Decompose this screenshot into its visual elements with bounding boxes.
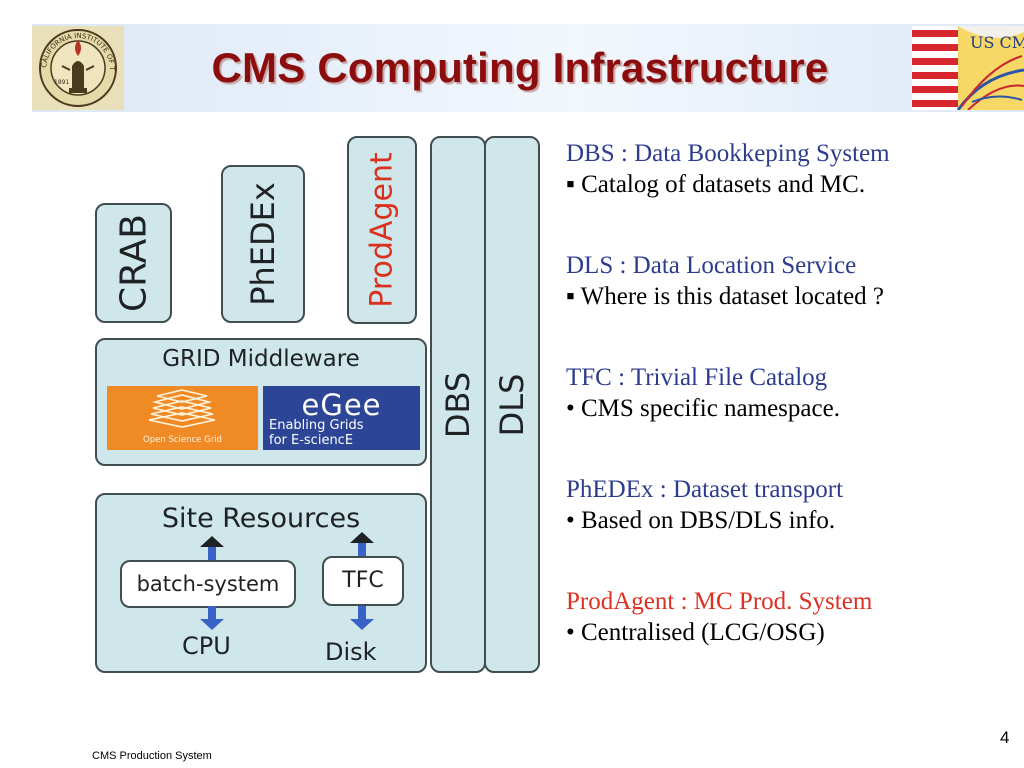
description-heading: DLS : Data Location Service — [566, 252, 857, 279]
egee-name: eGee — [301, 388, 382, 422]
egee-line-1: Enabling Grids — [269, 418, 364, 433]
caltech-seal-icon: CALIFORNIA INSTITUTE OF TECHNOLOGY 1891 — [29, 20, 124, 110]
site-resources-title: Site Resources — [161, 503, 361, 534]
description-bullet: ▪ Where is this dataset located ? — [566, 283, 885, 310]
description-bullet: • Centralised (LCG/OSG) — [566, 619, 825, 646]
up-arrow-icon — [200, 536, 224, 560]
down-arrow-icon — [200, 606, 224, 630]
description-bullet: • CMS specific namespace. — [566, 395, 840, 422]
description-heading: ProdAgent : MC Prod. System — [566, 588, 873, 615]
batch-system-box: batch-system — [120, 560, 296, 608]
crab-box: CRAB — [95, 203, 172, 323]
tfc-box: TFC — [322, 556, 404, 606]
description-heading: DBS : Data Bookkeping System — [566, 140, 890, 167]
description-heading: TFC : Trivial File Catalog — [566, 364, 828, 391]
osg-label: Open Science Grid — [143, 435, 222, 445]
open-science-grid-logo: Open Science Grid — [107, 386, 258, 450]
dls-column: DLS — [484, 136, 540, 673]
title-banner — [32, 24, 1024, 112]
dls-label: DLS — [493, 373, 531, 436]
egee-line-2: for E-sciencE — [269, 433, 354, 448]
phedex-label: PhEDEx — [244, 182, 282, 306]
grid-middleware-title: GRID Middleware — [162, 346, 360, 372]
osg-layers-icon — [148, 389, 216, 428]
dbs-column: DBS — [430, 136, 486, 673]
prodagent-box: ProdAgent — [347, 136, 417, 324]
description-bullet: • Based on DBS/DLS info. — [566, 507, 836, 534]
cpu-label: CPU — [182, 632, 231, 660]
footer-text: CMS Production System — [92, 750, 212, 762]
phedex-box: PhEDEx — [221, 165, 305, 323]
up-arrow-icon — [350, 532, 374, 556]
description-heading: PhEDEx : Dataset transport — [566, 476, 844, 503]
slide-title: CMS Computing Infrastructure — [211, 44, 829, 91]
egee-logo: eGee Enabling Grids for E-sciencE — [263, 386, 420, 450]
description-dls: DLS : Data Location Service ▪ Where is t… — [566, 252, 884, 311]
disk-label: Disk — [325, 638, 377, 666]
down-arrow-icon — [350, 606, 374, 630]
page-number: 4 — [1000, 728, 1010, 747]
description-prodagent: ProdAgent : MC Prod. System • Centralise… — [566, 588, 872, 647]
description-phedex: PhEDEx : Dataset transport • Based on DB… — [566, 476, 843, 535]
crab-label: CRAB — [113, 213, 154, 313]
description-tfc: TFC : Trivial File Catalog • CMS specifi… — [566, 364, 840, 423]
us-cms-text: US CMS — [970, 33, 1024, 52]
us-cms-logo-icon: US CMS — [912, 26, 1024, 111]
prodagent-label: ProdAgent — [364, 152, 400, 308]
description-dbs: DBS : Data Bookkeping System ▪ Catalog o… — [566, 140, 890, 199]
seal-year: 1891 — [54, 79, 69, 86]
dbs-label: DBS — [439, 371, 477, 438]
description-bullet: ▪ Catalog of datasets and MC. — [566, 171, 866, 198]
